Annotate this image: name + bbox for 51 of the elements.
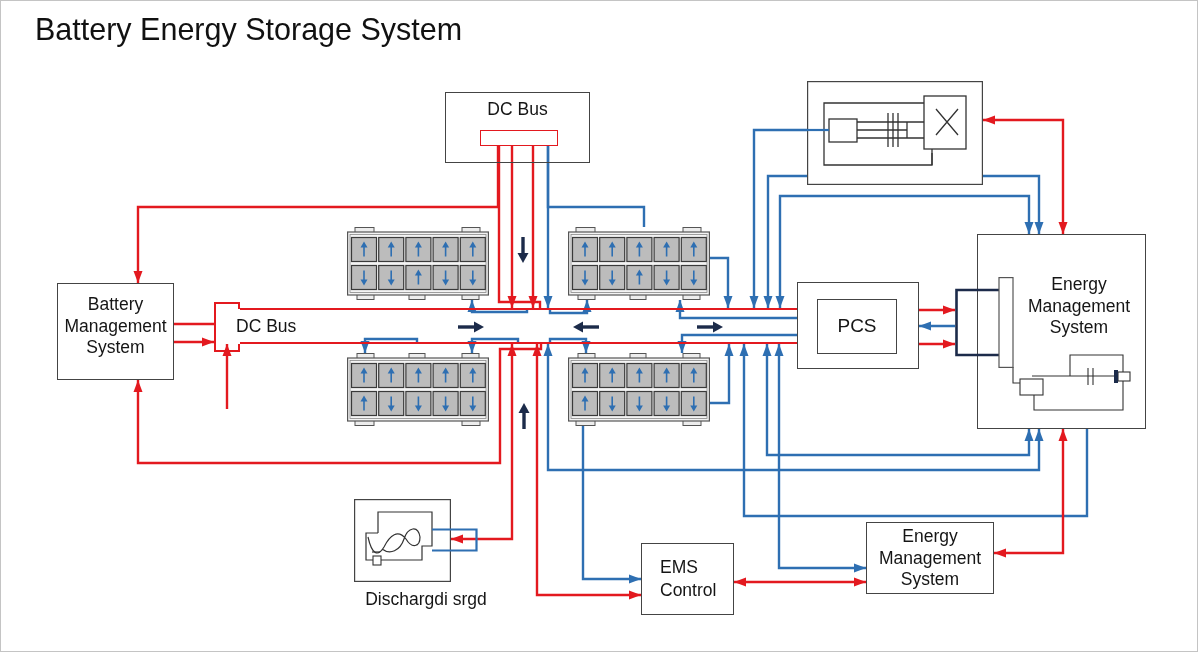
arrow: [451, 344, 517, 544]
arrow: [543, 344, 1044, 472]
battery-module: [347, 227, 489, 300]
arrow: [919, 339, 955, 349]
node-label: DC Bus: [236, 316, 298, 338]
arrow: [983, 174, 1044, 234]
arrow: [775, 194, 1034, 308]
arrow: [710, 256, 733, 308]
node-label: Dischargdi srgd: [364, 589, 488, 611]
bus-bar: [480, 130, 558, 146]
arrow: [222, 344, 232, 409]
node-label: Energy Management System: [877, 526, 983, 591]
node-label: PCS: [836, 315, 878, 337]
process-box: [57, 283, 174, 380]
schematic-box: [807, 81, 983, 185]
connector-line: [497, 146, 542, 308]
arrow: [507, 146, 517, 308]
node-label: DC Bus: [486, 99, 549, 121]
arrow: [983, 115, 1068, 234]
arrow: [581, 426, 641, 584]
process-box: [797, 282, 919, 369]
arrow: [749, 128, 807, 308]
arrow: [739, 344, 1089, 518]
process-box: [445, 92, 590, 163]
battery-module: [568, 227, 710, 300]
process-box: [641, 543, 734, 615]
arrow: [133, 343, 543, 465]
battery-module: [568, 353, 710, 426]
arrow: [532, 344, 641, 600]
arrow: [763, 174, 807, 308]
connector-line: [174, 322, 214, 326]
arrow: [174, 337, 214, 347]
node-label: Energy Management System: [1026, 274, 1132, 339]
battery-module: [347, 353, 489, 426]
node-label: EMS Control: [660, 556, 718, 602]
node-label: Battery Management System: [63, 294, 168, 359]
arrow: [762, 344, 1034, 457]
schematic-box: [354, 499, 451, 582]
arrow: [774, 344, 866, 573]
connector-line: [546, 146, 646, 227]
arrow: [734, 577, 866, 587]
connector-bar: [955, 277, 1014, 368]
arrow: [133, 146, 500, 283]
diagram-title: Battery Energy Storage System: [35, 12, 463, 46]
arrow: [919, 305, 955, 315]
arrow: [919, 321, 955, 331]
process-box: [866, 522, 994, 594]
arrow: [994, 429, 1068, 558]
arrow: [528, 146, 538, 308]
arrow: [710, 344, 734, 405]
process-box: [977, 234, 1146, 429]
